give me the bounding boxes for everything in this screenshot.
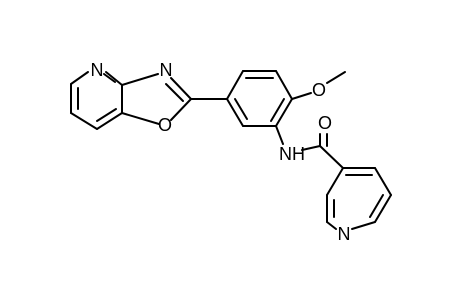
- bond: [170, 98, 192, 121]
- bond: [121, 73, 159, 86]
- atom-label-carbonyl-o: O: [318, 113, 332, 133]
- bond: [226, 98, 244, 127]
- bond: [369, 194, 384, 218]
- atom-label-amide-nh: NH: [279, 144, 305, 164]
- bond: [275, 125, 284, 145]
- atom-label-pyridine-top-n: N: [91, 60, 104, 80]
- bond: [121, 112, 160, 125]
- bond: [103, 73, 116, 83]
- bond: [234, 98, 248, 120]
- bond: [326, 221, 337, 230]
- bond: [326, 167, 344, 196]
- bond: [319, 145, 344, 169]
- bonds: [70, 70, 392, 230]
- atom-labels: N N O O NH O N: [91, 60, 351, 244]
- atom-label-methoxy-o: O: [312, 80, 326, 100]
- bond: [96, 108, 117, 122]
- bond: [374, 194, 392, 223]
- bond: [270, 98, 285, 122]
- bond: [105, 71, 123, 86]
- atom-label-pyridine-bottom-n: N: [338, 224, 351, 244]
- bond: [170, 77, 192, 100]
- bond: [96, 112, 123, 130]
- bond: [351, 221, 376, 230]
- bond: [326, 71, 346, 84]
- bond: [70, 112, 98, 130]
- bond: [275, 98, 293, 127]
- bond: [275, 70, 293, 100]
- atom-label-oxazole-o: O: [158, 115, 172, 135]
- atom-label-oxazole-n: N: [160, 60, 173, 80]
- bond: [291, 92, 312, 100]
- bond: [374, 167, 392, 196]
- bond: [165, 83, 184, 102]
- bond: [301, 145, 321, 151]
- bond: [70, 71, 89, 85]
- bond: [226, 70, 244, 100]
